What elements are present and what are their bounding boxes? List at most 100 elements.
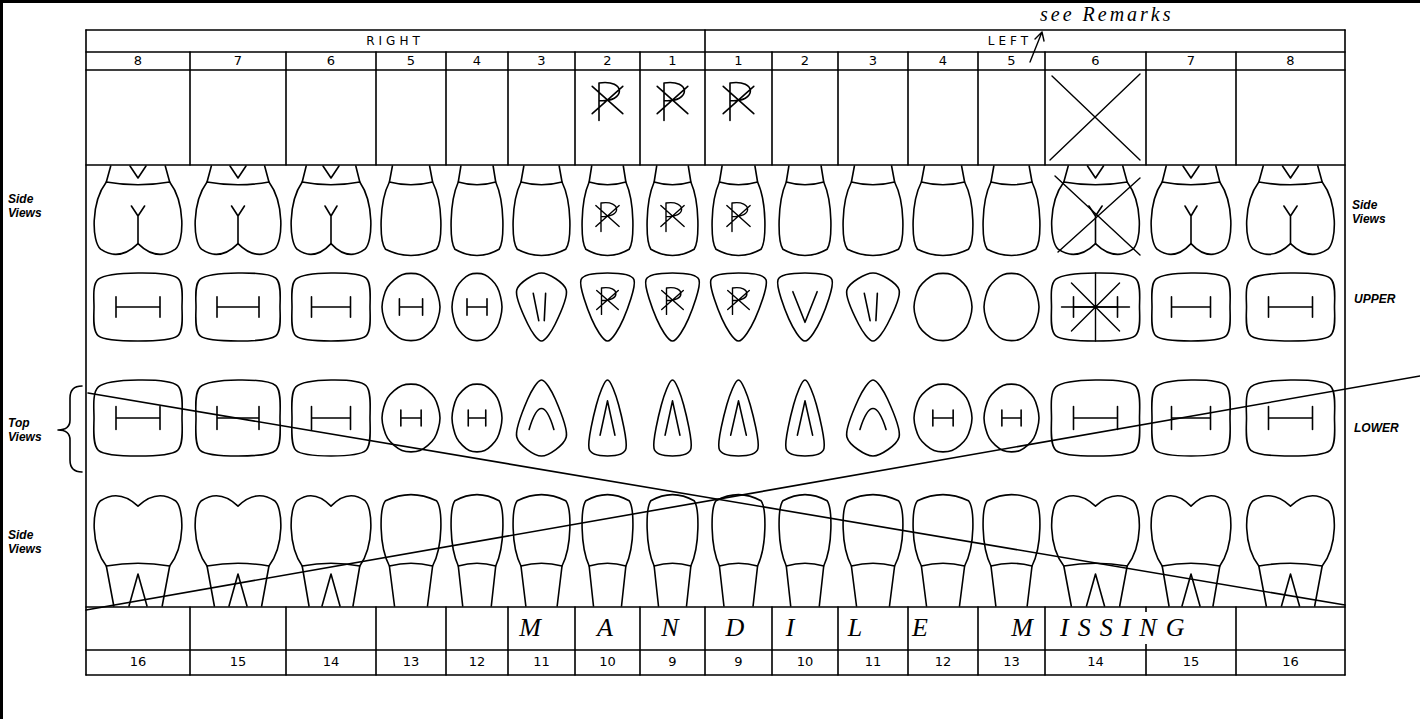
lower-tooth-side (94, 496, 182, 566)
tooth-number: 16 (1271, 654, 1311, 670)
tooth-number: 2 (588, 53, 628, 69)
lower-tooth-side (779, 495, 831, 566)
crown-fissure (232, 206, 245, 244)
handwritten-note: E (900, 612, 940, 644)
tooth-number: 5 (391, 53, 431, 69)
lower-tooth-side (1247, 496, 1335, 566)
tooth-root (589, 566, 626, 606)
upper-tooth-side (195, 182, 281, 254)
crown-fissure (217, 297, 259, 317)
lower-tooth-side (913, 495, 973, 566)
tooth-number: 7 (218, 53, 258, 69)
side-heading: RIGHT (335, 33, 455, 49)
upper-tooth-top (292, 273, 370, 341)
handwritten-note: L (835, 612, 875, 644)
tooth-root (719, 566, 757, 606)
root-fork (1183, 166, 1199, 178)
tooth-root (302, 566, 360, 606)
restoration-mark (723, 83, 754, 121)
tooth-number: 8 (1271, 53, 1311, 69)
tooth-number: 5 (992, 53, 1032, 69)
crown-fissure (1269, 297, 1313, 317)
missing-mark (1062, 273, 1130, 341)
root-fork (1088, 166, 1104, 178)
crown-fissure (1089, 206, 1102, 244)
lower-tooth-top (516, 380, 566, 456)
tooth-root (1064, 566, 1127, 606)
tooth-number: 1 (653, 53, 693, 69)
upper-tooth-top (196, 273, 280, 341)
crown-ridge (864, 293, 877, 320)
lower-tooth-side (983, 495, 1040, 566)
upper-tooth-top (1051, 273, 1140, 341)
crown-fissure (1002, 410, 1021, 426)
restoration-mark (657, 83, 688, 121)
tooth-root (207, 166, 269, 182)
crown-fissure (468, 410, 486, 426)
upper-tooth-side (843, 182, 903, 256)
cell-divider (190, 607, 1236, 675)
upper-tooth-top (452, 273, 502, 340)
bracket (58, 386, 82, 472)
upper-tooth-top (1152, 273, 1230, 341)
restoration-mark (662, 288, 684, 315)
upper-tooth-top (94, 273, 183, 341)
tooth-root (521, 166, 562, 182)
tooth-number: 14 (311, 654, 351, 670)
tooth-root (302, 166, 360, 182)
upper-tooth-top (646, 273, 700, 341)
crown-fissure (325, 206, 337, 244)
tooth-number: 14 (1076, 654, 1116, 670)
crown-ridge (793, 292, 817, 323)
tooth-root (521, 566, 562, 606)
crown-fissure (1074, 407, 1118, 430)
upper-tooth-side (983, 182, 1040, 256)
upper-tooth-side (647, 182, 698, 256)
table-rule (86, 607, 1345, 675)
lower-tooth-side (195, 496, 281, 566)
restoration-mark (728, 288, 750, 315)
tooth-number: 13 (391, 654, 431, 670)
tooth-number: 16 (118, 654, 158, 670)
handwritten-note: N (650, 612, 690, 644)
upper-tooth-side (381, 182, 441, 256)
handwritten-note: see Remarks (1040, 2, 1174, 26)
upper-tooth-top (382, 273, 440, 340)
crown-ridge (860, 409, 886, 430)
lower-tooth-side (582, 495, 633, 566)
table-border (86, 30, 1345, 675)
tooth-root (786, 166, 823, 182)
tooth-root (991, 566, 1032, 606)
root-fork (130, 166, 146, 178)
lower-tooth-top (1246, 380, 1335, 456)
crown-fissure (1185, 206, 1197, 244)
crown-fissure (1284, 206, 1297, 244)
crown-fissure (401, 410, 421, 426)
tooth-number: 4 (457, 53, 497, 69)
lower-tooth-top (847, 380, 900, 456)
tooth-number: 4 (923, 53, 963, 69)
lower-tooth-top (1152, 380, 1230, 456)
tooth-root (389, 566, 432, 606)
upper-tooth-side (779, 182, 831, 256)
tooth-root (389, 166, 432, 182)
upper-tooth-top (711, 273, 767, 341)
upper-tooth-top (516, 273, 566, 341)
root-fork (230, 166, 246, 178)
handwritten-note: A (585, 612, 625, 644)
view-label: Top Views (8, 416, 60, 444)
tooth-root (207, 566, 269, 606)
crown-fissure (467, 299, 487, 315)
upper-tooth-side (1247, 182, 1335, 254)
root-fork (1283, 166, 1299, 178)
upper-tooth-side (712, 182, 765, 256)
upper-tooth-side (451, 182, 503, 256)
tooth-root (1162, 566, 1220, 606)
lower-tooth-top (914, 384, 972, 452)
lower-tooth-side (647, 495, 698, 566)
upper-tooth-side (94, 182, 182, 254)
lower-tooth-side (381, 495, 441, 566)
tooth-number: 3 (853, 53, 893, 69)
tooth-number: 1 (719, 53, 759, 69)
crown-fissure (312, 407, 351, 430)
